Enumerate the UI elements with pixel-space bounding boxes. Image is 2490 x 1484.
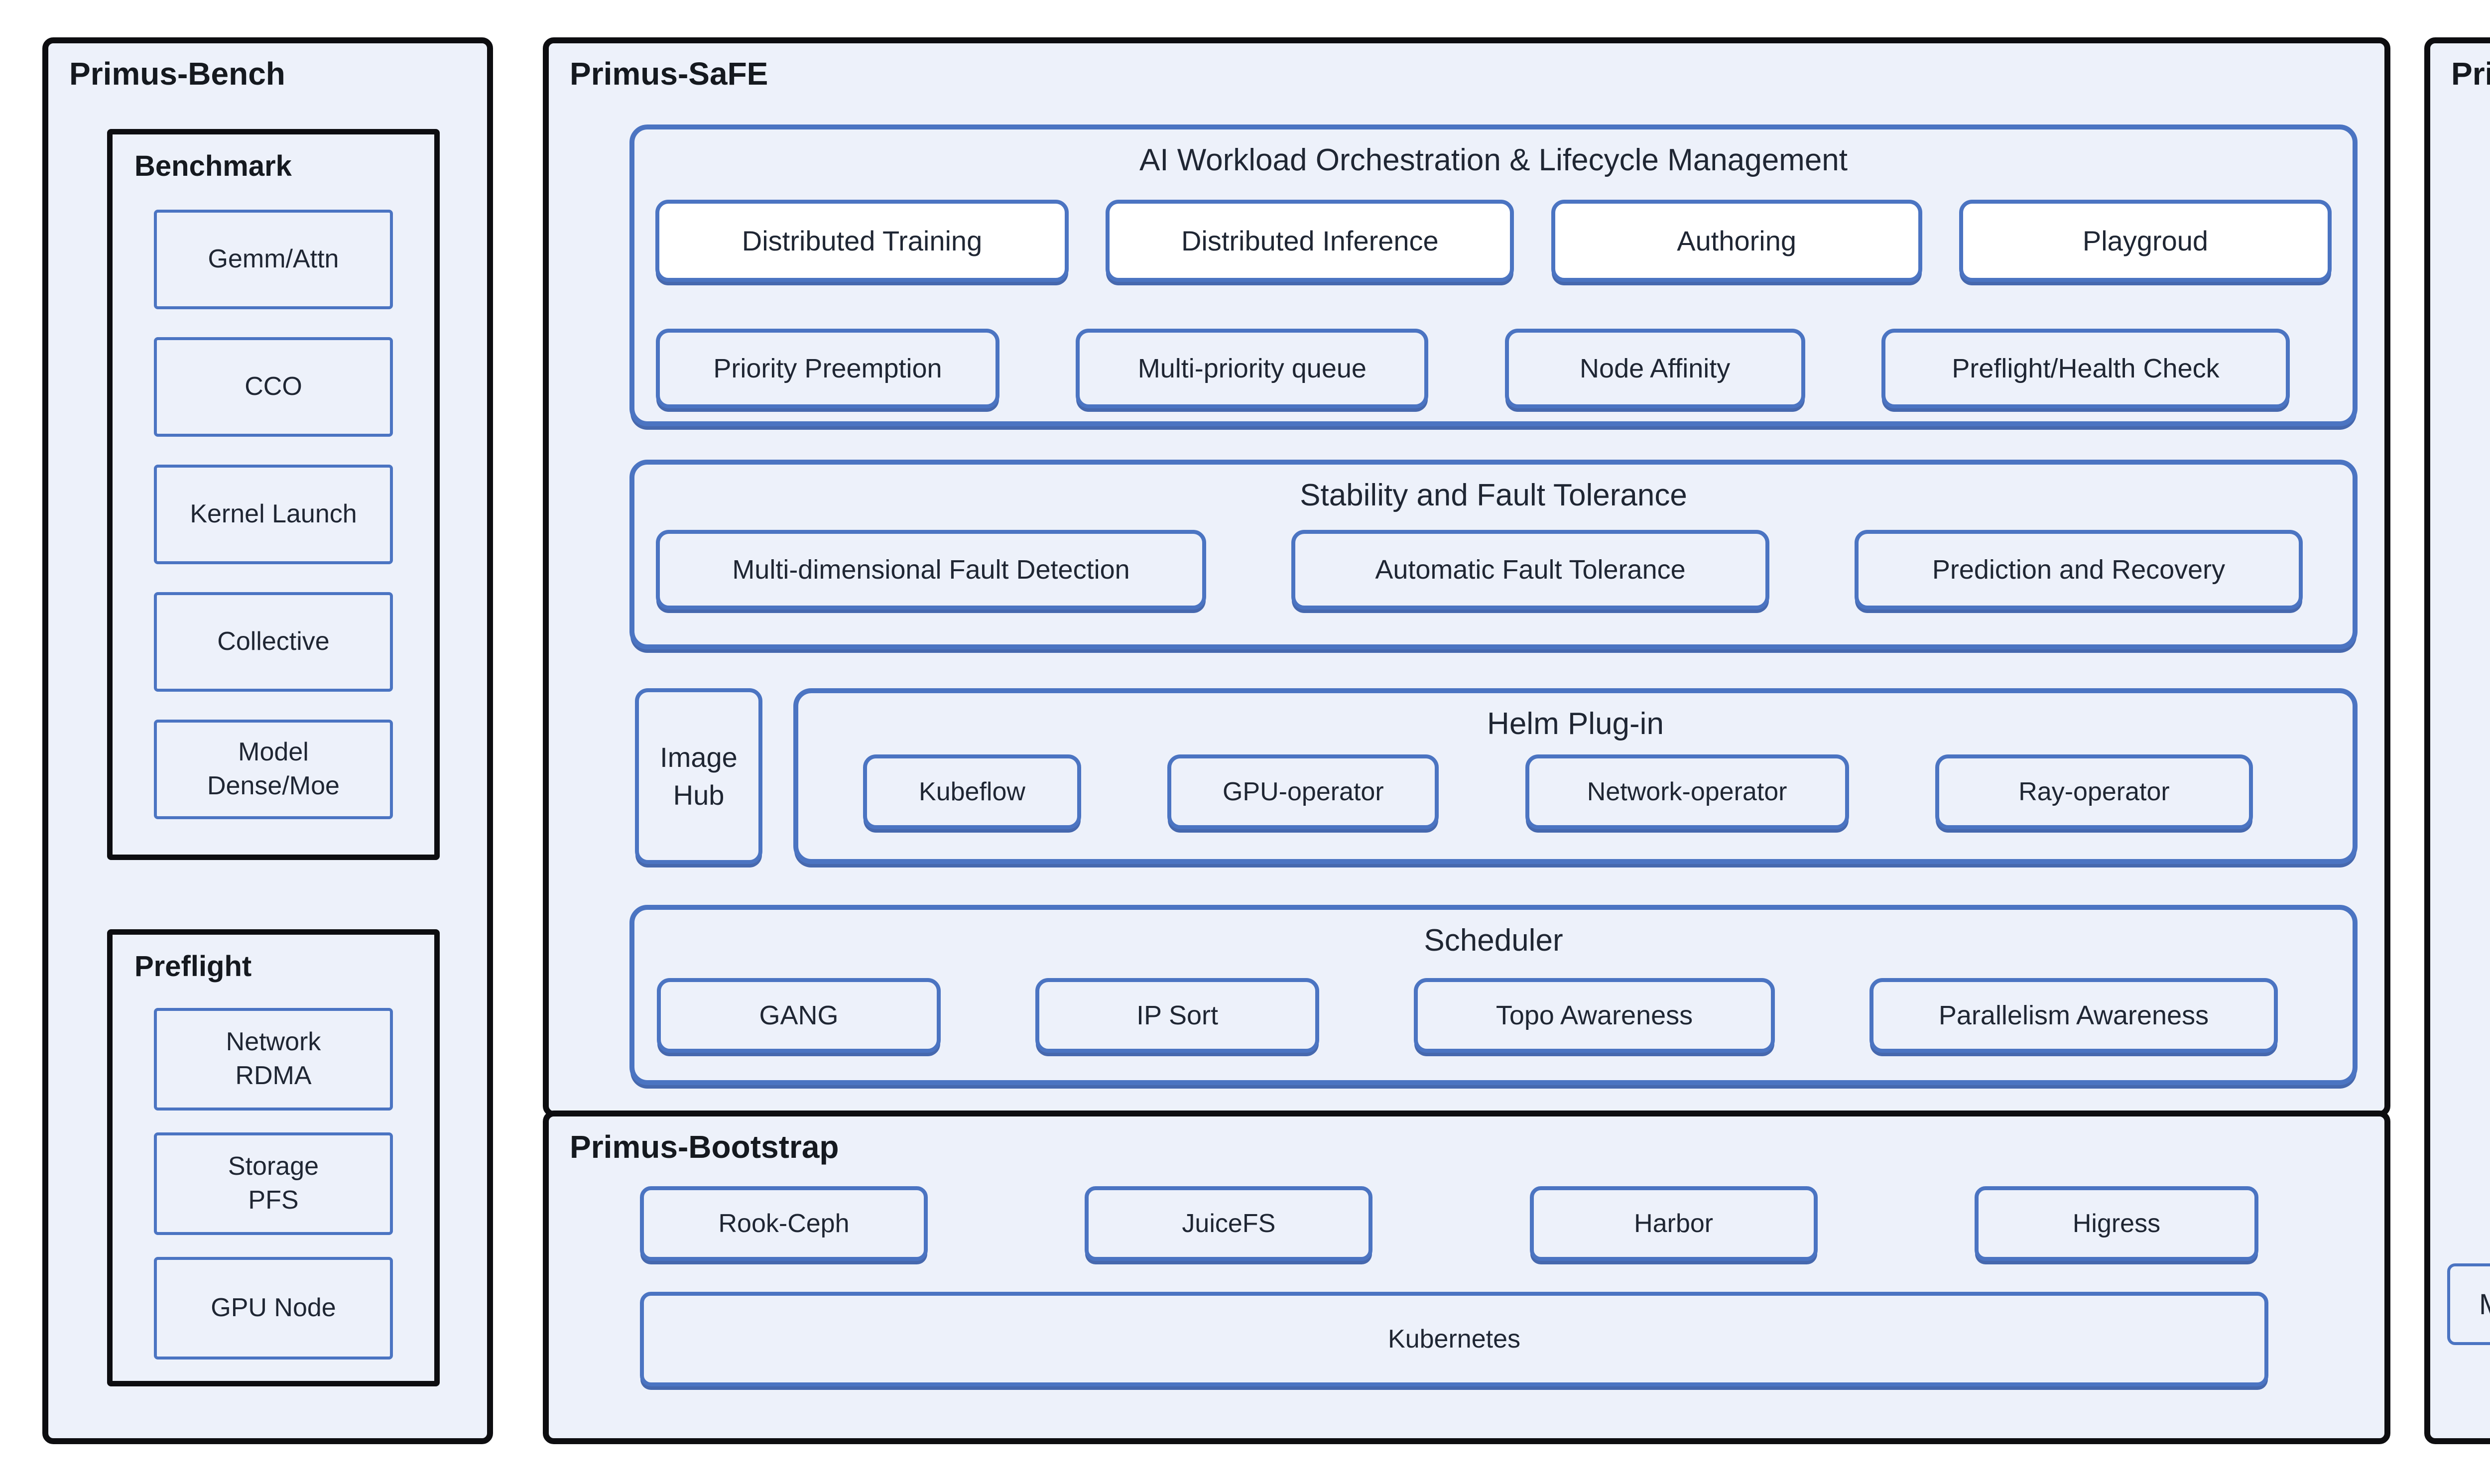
ai-workload-row1: Distributed Training Distributed Inferen… [634, 200, 2353, 282]
ai-workload-title: AI Workload Orchestration & Lifecycle Ma… [1139, 143, 1848, 177]
stability-title: Stability and Fault Tolerance [1300, 478, 1687, 512]
box-playgroud: Playgroud [1959, 200, 2332, 282]
box-image-hub: Image Hub [635, 688, 762, 864]
box-higress: Higress [1974, 1186, 2258, 1261]
box-kubeflow: Kubeflow [863, 754, 1081, 829]
box-ray-operator: Ray-operator [1935, 754, 2253, 829]
primus-lens-title: Primus-Lens [2451, 56, 2490, 92]
scheduler-title: Scheduler [1424, 923, 1563, 958]
box-multi-priority-queue: Multi-priority queue [1076, 329, 1429, 408]
box-automatic-fault-tolerance: Automatic Fault Tolerance [1291, 530, 1769, 610]
benchmark-item-cco: CCO [154, 337, 393, 437]
preflight-item-gpu-node: GPU Node [154, 1257, 393, 1360]
box-network-operator: Network-operator [1525, 754, 1849, 829]
box-distributed-training: Distributed Training [655, 200, 1069, 282]
scheduler-row: GANG IP Sort Topo Awareness Parallelism … [634, 978, 2353, 1053]
ai-workload-row2: Priority Preemption Multi-priority queue… [634, 329, 2353, 408]
preflight-title: Preflight [134, 950, 252, 983]
preflight-item-network-rdma: Network RDMA [154, 1008, 393, 1111]
benchmark-group: Benchmark Gemm/Attn CCO Kernel Launch Co… [107, 129, 440, 860]
primus-bench-title: Primus-Bench [69, 56, 285, 92]
section-stability: Stability and Fault Tolerance Multi-dime… [629, 460, 2358, 649]
benchmark-item-model-dense-moe: Model Dense/Moe [154, 720, 393, 819]
benchmark-item-collective: Collective [154, 592, 393, 692]
bootstrap-row: Rook-Ceph JuiceFS Harbor Higress [549, 1186, 2384, 1261]
box-authoring: Authoring [1551, 200, 1922, 282]
box-topo-awareness: Topo Awareness [1414, 978, 1775, 1053]
preflight-group: Preflight Network RDMA Storage PFS GPU N… [107, 929, 440, 1386]
box-harbor: Harbor [1529, 1186, 1818, 1261]
panel-primus-lens: Primus-Lens Workload Telemetry Throuput … [2424, 37, 2490, 1444]
box-distributed-inference: Distributed Inference [1106, 200, 1514, 282]
box-ip-sort: IP Sort [1035, 978, 1319, 1053]
section-ai-workload: AI Workload Orchestration & Lifecycle Ma… [629, 124, 2358, 426]
box-parallelism-awareness: Parallelism Awareness [1869, 978, 2278, 1053]
helm-row: Kubeflow GPU-operator Network-operator R… [798, 754, 2353, 829]
benchmark-item-kernel-launch: Kernel Launch [154, 465, 393, 564]
benchmark-items: Gemm/Attn CCO Kernel Launch Collective M… [113, 210, 434, 819]
section-scheduler: Scheduler GANG IP Sort Topo Awareness Pa… [629, 905, 2358, 1085]
preflight-item-storage-pfs: Storage PFS [154, 1132, 393, 1235]
primus-bootstrap-title: Primus-Bootstrap [570, 1129, 839, 1165]
box-multi-dimensional-fault-detection: Multi-dimensional Fault Detection [656, 530, 1206, 610]
lens-bottom-row: Metrics Event Log [2430, 1263, 2490, 1345]
box-rook-ceph: Rook-Ceph [640, 1186, 928, 1261]
benchmark-title: Benchmark [134, 150, 292, 182]
box-gang: GANG [657, 978, 941, 1053]
box-preflight-health-check: Preflight/Health Check [1881, 329, 2290, 408]
section-helm-plugin: Helm Plug-in Kubeflow GPU-operator Netwo… [793, 688, 2358, 864]
box-node-affinity: Node Affinity [1504, 329, 1805, 408]
stability-row: Multi-dimensional Fault Detection Automa… [634, 530, 2353, 610]
box-metrics: Metrics [2447, 1263, 2490, 1345]
box-priority-preemption: Priority Preemption [656, 329, 999, 408]
preflight-items: Network RDMA Storage PFS GPU Node [113, 1008, 434, 1360]
panel-primus-bootstrap: Primus-Bootstrap Rook-Ceph JuiceFS Harbo… [543, 1111, 2390, 1444]
box-gpu-operator: GPU-operator [1167, 754, 1439, 829]
panel-primus-safe: Primus-SaFE AI Workload Orchestration & … [543, 37, 2390, 1117]
panel-primus-bench: Primus-Bench Benchmark Gemm/Attn CCO Ker… [42, 37, 493, 1444]
box-kubernetes: Kubernetes [640, 1292, 2268, 1386]
primus-safe-title: Primus-SaFE [570, 56, 768, 92]
box-juicefs: JuiceFS [1085, 1186, 1373, 1261]
box-prediction-and-recovery: Prediction and Recovery [1855, 530, 2303, 610]
benchmark-item-gemm-attn: Gemm/Attn [154, 210, 393, 309]
helm-plugin-title: Helm Plug-in [1487, 707, 1664, 741]
